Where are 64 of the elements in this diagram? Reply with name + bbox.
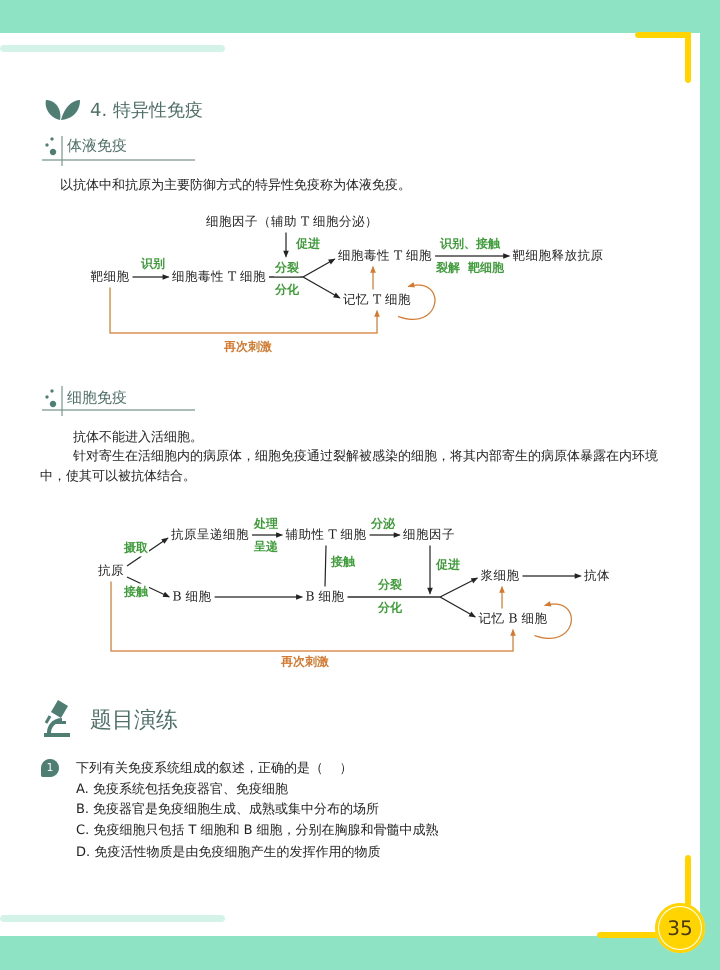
edge-label: 分泌	[370, 516, 396, 532]
answer-option: A. 免疫系统包括免疫器官、免疫细胞	[76, 780, 288, 798]
flow-term: 细胞因子（辅助 T 细胞分泌）	[206, 214, 378, 230]
subsection-heading: 体液免疫	[67, 136, 127, 156]
arrow	[283, 232, 289, 258]
flow-term: 记忆 B 细胞	[478, 610, 548, 628]
body-text: 抗体不能进入活细胞。	[73, 429, 203, 446]
edge-label: 再次刺激	[223, 338, 273, 356]
arrow	[132, 274, 170, 280]
flow-term: B 细胞	[172, 588, 212, 606]
edge-label: 识别、接触	[439, 236, 501, 252]
arrow	[522, 573, 582, 579]
question-text: 下列有关免疫系统组成的叙述，正确的是（ ）	[76, 760, 353, 777]
arrow	[499, 586, 505, 608]
answer-option: D. 免疫活性物质是由免疫细胞产生的发挥作用的物质	[76, 843, 380, 861]
arrow	[370, 532, 401, 538]
edge-label: 接触	[123, 584, 149, 600]
section-title: 4. 特异性免疫	[90, 99, 203, 122]
arrow	[398, 282, 436, 320]
arrow	[370, 266, 376, 290]
edge-label: 促进	[435, 556, 461, 574]
arrow	[126, 538, 169, 566]
flow-term: 抗原呈递细胞	[171, 526, 249, 544]
flow-term: 细胞毒性 T 细胞	[338, 248, 432, 264]
flow-term: 细胞毒性 T 细胞	[172, 268, 266, 286]
flow-term: B 细胞	[305, 588, 345, 606]
body-text: 以抗体中和抗原为主要防御方式的特异性免疫称为体液免疫。	[60, 177, 411, 194]
answer-option: C. 免疫细胞只包括 T 细胞和 B 细胞，分别在胸腺和骨髓中成熟	[76, 821, 439, 839]
page-number: 35	[655, 903, 705, 953]
arrow	[427, 546, 433, 595]
section-title: 题目演练	[90, 707, 178, 735]
flow-term: 抗体	[584, 568, 610, 584]
flow-term: 抗原	[98, 562, 124, 580]
body-text: 针对寄生在活细胞内的病原体，细胞免疫通过裂解被感染的细胞，将其内部寄生的病原体暴露在内环境中，使其可以被抗体结合。	[40, 448, 659, 486]
flow-term: 靶细胞	[90, 268, 130, 286]
arrow	[110, 582, 516, 652]
edge-label: 分裂	[274, 260, 300, 276]
edge-label: 摄取	[123, 540, 149, 556]
edge-label: 再次刺激	[280, 654, 330, 670]
edge-label: 分化	[274, 282, 300, 298]
arrow	[435, 253, 510, 259]
edge-label: 识别	[140, 256, 166, 272]
edge-label: 促进	[295, 236, 321, 252]
arrow	[252, 532, 284, 538]
edge-label: 分化	[377, 600, 403, 616]
flow-term: 记忆 T 细胞	[342, 292, 412, 308]
answer-option: B. 免疫器官是免疫细胞生成、成熟或集中分布的场所	[76, 800, 380, 818]
arrow	[109, 288, 380, 334]
step-text: 呈递	[254, 538, 278, 556]
arrow	[126, 576, 170, 598]
arrow	[348, 596, 476, 618]
flow-term: 浆细胞	[480, 568, 520, 584]
arrow	[214, 594, 304, 600]
connector-line	[324, 545, 327, 587]
subsection-heading: 细胞免疫	[67, 388, 127, 408]
flow-term: 辅助性 T 细胞	[285, 526, 367, 544]
arrow	[269, 276, 340, 299]
edge-label: 分裂	[377, 576, 403, 594]
flow-term: 细胞因子	[403, 526, 455, 544]
edge-label: 接触	[330, 554, 356, 570]
step-text: 裂解 靶细胞	[436, 260, 504, 276]
edge-label: 处理	[253, 516, 279, 532]
flow-term: 靶细胞释放抗原	[512, 248, 604, 264]
arrow	[534, 602, 572, 639]
